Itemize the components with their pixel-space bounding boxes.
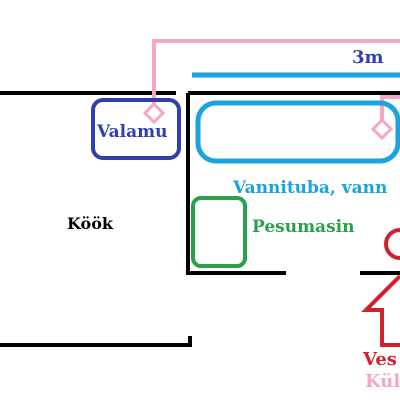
person-body xyxy=(361,274,400,347)
person-figure xyxy=(361,228,400,347)
cut-label-red: Ves xyxy=(362,349,397,370)
sink-label: Valamu xyxy=(96,122,167,142)
washer-box xyxy=(191,196,247,268)
washer-label: Pesumasin xyxy=(252,217,354,237)
person-head xyxy=(384,228,400,260)
sink-box xyxy=(91,98,181,160)
measure-label: 3m xyxy=(352,47,384,68)
pipe-line xyxy=(152,39,400,108)
bathroom-label: Vannituba, vann xyxy=(232,178,387,198)
kitchen-wall-bottom xyxy=(0,336,192,347)
kitchen-label: Köök xyxy=(67,214,114,233)
bathtub-box xyxy=(195,100,400,164)
pipe-connector-right-icon xyxy=(370,117,394,141)
pipe-connector-icon xyxy=(142,101,166,125)
walls xyxy=(0,91,400,347)
pipe-line-right xyxy=(380,95,400,124)
cut-label-pink: Kül xyxy=(365,371,400,392)
